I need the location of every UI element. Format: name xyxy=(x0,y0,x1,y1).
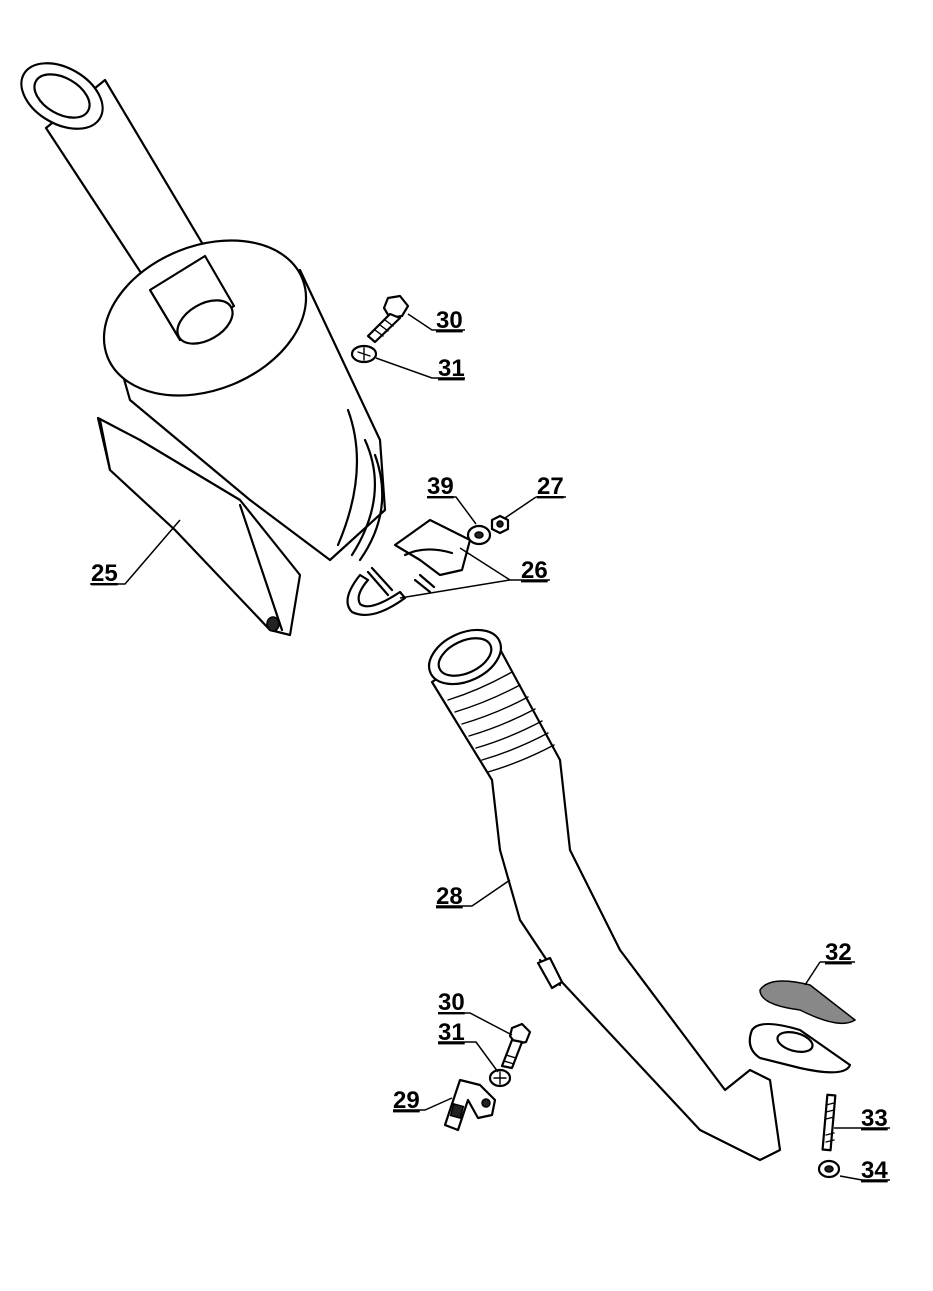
label-25: 25 xyxy=(91,560,118,587)
label-31-lower: 31 xyxy=(438,1019,465,1046)
label-31-upper: 31 xyxy=(438,355,465,382)
stud-part xyxy=(821,1093,837,1152)
label-39: 39 xyxy=(427,473,454,500)
label-34: 34 xyxy=(861,1157,888,1184)
nut-part xyxy=(817,1159,841,1179)
upper-bolt-part xyxy=(366,294,410,344)
clamp-bracket-part xyxy=(346,518,472,616)
lower-washer-part xyxy=(488,1068,512,1088)
label-30-lower: 30 xyxy=(438,989,465,1016)
label-29: 29 xyxy=(393,1087,420,1114)
label-30-upper: 30 xyxy=(436,307,463,334)
label-27: 27 xyxy=(537,473,564,500)
part-labels: 25 30 31 39 27 26 28 32 30 31 29 33 34 xyxy=(91,307,888,1184)
front-pipe-part xyxy=(427,628,782,1162)
label-26: 26 xyxy=(521,557,548,584)
lower-bolt-part xyxy=(500,1022,532,1070)
silencer-part xyxy=(20,62,387,637)
upper-washer-part xyxy=(350,344,378,364)
washer-39-part xyxy=(466,524,492,546)
nut-27-part xyxy=(490,514,510,535)
leader-lines xyxy=(90,313,890,1181)
lower-bracket-part xyxy=(443,1078,497,1132)
label-28: 28 xyxy=(436,883,463,910)
label-32: 32 xyxy=(825,939,852,966)
gasket-part xyxy=(748,980,857,1074)
label-33: 33 xyxy=(861,1105,888,1132)
